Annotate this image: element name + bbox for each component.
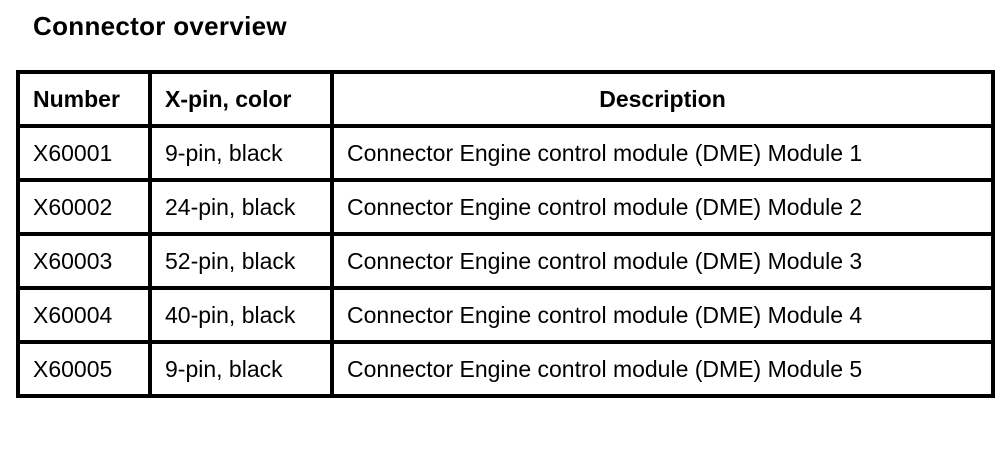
column-header-number: Number (16, 70, 152, 128)
column-header-pin-color: X-pin, color (148, 70, 334, 128)
cell-description: Connector Engine control module (DME) Mo… (330, 286, 995, 344)
connector-overview-table: Number X-pin, color Description X60001 9… (16, 70, 995, 398)
cell-description: Connector Engine control module (DME) Mo… (330, 124, 995, 182)
column-header-description: Description (330, 70, 995, 128)
cell-description: Connector Engine control module (DME) Mo… (330, 232, 995, 290)
page-title: Connector overview (33, 11, 287, 41)
table-row: X60005 9-pin, black Connector Engine con… (16, 340, 995, 398)
table-row: X60004 40-pin, black Connector Engine co… (16, 286, 995, 344)
cell-number: X60005 (16, 340, 152, 398)
cell-number: X60003 (16, 232, 152, 290)
table-body: X60001 9-pin, black Connector Engine con… (16, 124, 995, 398)
cell-description: Connector Engine control module (DME) Mo… (330, 178, 995, 236)
cell-pin-color: 9-pin, black (148, 340, 334, 398)
cell-description: Connector Engine control module (DME) Mo… (330, 340, 995, 398)
cell-number: X60001 (16, 124, 152, 182)
table-row: X60002 24-pin, black Connector Engine co… (16, 178, 995, 236)
cell-pin-color: 40-pin, black (148, 286, 334, 344)
table-header: Number X-pin, color Description (16, 70, 995, 128)
table-row: X60001 9-pin, black Connector Engine con… (16, 124, 995, 182)
cell-pin-color: 9-pin, black (148, 124, 334, 182)
cell-number: X60004 (16, 286, 152, 344)
table-header-row: Number X-pin, color Description (16, 70, 995, 128)
cell-pin-color: 52-pin, black (148, 232, 334, 290)
cell-number: X60002 (16, 178, 152, 236)
cell-pin-color: 24-pin, black (148, 178, 334, 236)
table-row: X60003 52-pin, black Connector Engine co… (16, 232, 995, 290)
